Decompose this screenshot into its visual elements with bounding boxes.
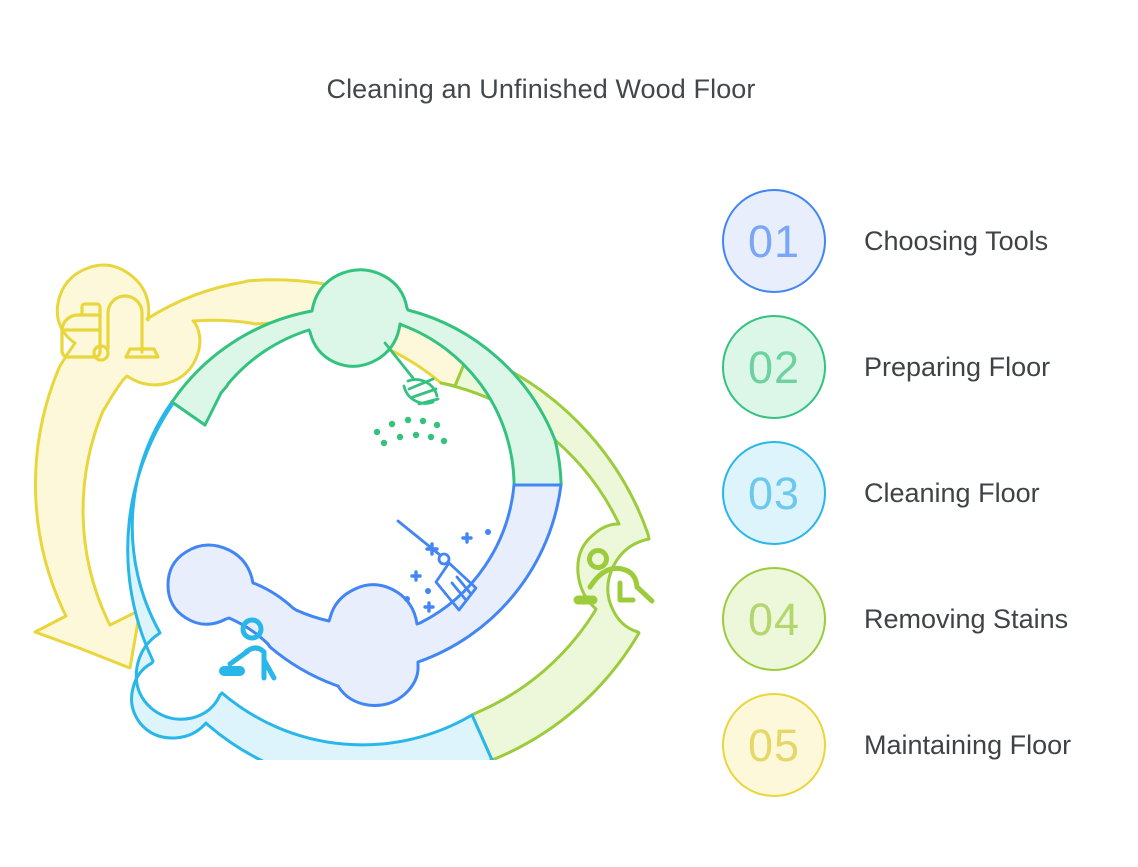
legend-item-01[interactable]: 01 Choosing Tools — [722, 178, 1122, 304]
broom-sparkle-icon — [396, 519, 478, 612]
step-number-02: 02 — [747, 341, 801, 393]
spiral-band-02 — [170, 268, 563, 487]
person-mopping-icon — [219, 617, 277, 681]
spiral-process-diagram — [0, 140, 710, 760]
legend-item-02[interactable]: 02 Preparing Floor — [722, 304, 1122, 430]
vacuum-cleaner-icon — [60, 294, 160, 362]
legend-item-03[interactable]: 03 Cleaning Floor — [722, 430, 1122, 556]
broom-dust-icon — [383, 341, 440, 406]
spiral-band-01 — [166, 483, 563, 707]
spiral-band-03 — [126, 388, 494, 760]
sparkle-particles-01 — [410, 532, 473, 613]
spiral-segment-03 — [126, 388, 494, 760]
step-number-01: 01 — [747, 215, 801, 267]
step-number-04: 04 — [747, 593, 801, 645]
legend-item-05[interactable]: 05 Maintaining Floor — [722, 682, 1122, 808]
page-title: Cleaning an Unfinished Wood Floor — [326, 74, 756, 104]
spiral-band-04 — [439, 350, 651, 760]
step-label-05: Maintaining Floor — [864, 729, 1072, 760]
step-badge-02: 02 — [722, 315, 826, 419]
spiral-segment-01 — [166, 483, 563, 707]
step-number-03: 03 — [747, 467, 801, 519]
spiral-band-05 — [33, 263, 471, 670]
legend-item-04[interactable]: 04 Removing Stains — [722, 556, 1122, 682]
sparkle-dots-01 — [404, 529, 491, 602]
step-label-01: Choosing Tools — [864, 225, 1049, 256]
step-label-03: Cleaning Floor — [864, 477, 1040, 508]
person-scrubbing-icon — [573, 548, 655, 605]
step-number-05: 05 — [747, 719, 801, 771]
step-label-02: Preparing Floor — [864, 351, 1051, 382]
step-label-04: Removing Stains — [864, 603, 1069, 634]
spiral-segment-04 — [439, 350, 651, 760]
spiral-segment-05 — [33, 263, 471, 670]
step-badge-05: 05 — [722, 693, 826, 797]
step-badge-03: 03 — [722, 441, 826, 545]
dust-particles-02 — [373, 416, 448, 447]
spiral-segment-02 — [170, 268, 563, 487]
step-badge-04: 04 — [722, 567, 826, 671]
step-badge-01: 01 — [722, 189, 826, 293]
legend-list: 01 Choosing Tools 02 Preparing Floor 03 … — [722, 178, 1122, 808]
